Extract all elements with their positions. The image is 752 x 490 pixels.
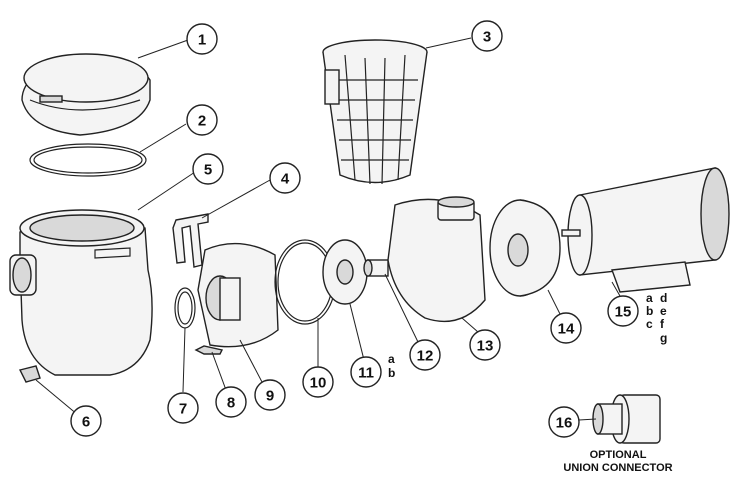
callout-14: 14 [550,312,582,344]
leader-lines [35,37,621,416]
callout-number: 4 [281,171,290,188]
callout-sublabel: b [388,366,395,380]
lid-o-ring-part [29,143,147,177]
caption-line-1: OPTIONAL [590,449,647,461]
callout-2: 2 [186,104,218,136]
callout-number: 8 [227,395,235,412]
callout-13: 13 [469,329,501,361]
callout-1: 1 [186,23,218,55]
callout-number: 14 [558,321,575,338]
callout-6: 6 [70,405,102,437]
caption-line-2: UNION CONNECTOR [563,462,672,474]
callout-sublabel: e [660,304,667,318]
callout-sublabel: g [660,331,667,345]
pump-housing-part [9,209,153,376]
drain-plug-part [18,365,41,383]
callout-sublabel: c [646,317,653,331]
callout-number: 3 [483,29,491,46]
shaft-seal-part [363,259,389,277]
callout-sublabel: b [646,304,653,318]
callout-number: 2 [198,113,206,130]
callout-sublabel: d [660,291,667,305]
callout-sublabel: f [660,317,665,331]
union-connector-part [592,394,661,444]
callout-number: 1 [198,32,206,49]
callout-5: 5 [192,153,224,185]
callout-number: 5 [204,162,212,179]
callout-16: 16 [548,406,580,438]
callout-9: 9 [254,379,286,411]
motor-part [561,167,730,293]
callout-number: 11 [358,365,374,382]
diffuser-part [197,242,279,348]
callout-8: 8 [215,386,247,418]
seal-plate-part [387,196,486,323]
callout-11: 11 a b [350,352,395,388]
callout-number: 16 [556,415,573,432]
motor-adapter-part [489,199,561,297]
callout-sublabel: a [646,291,653,305]
callout-12: 12 [409,339,441,371]
callout-number: 10 [310,375,327,392]
callout-7: 7 [167,392,199,424]
strainer-basket-part [322,39,428,185]
callout-4: 4 [269,162,301,194]
callout-3: 3 [471,20,503,52]
diffuser-clip-part [172,213,209,268]
callout-15: 15 a b c d e f g [607,291,667,345]
callout-number: 7 [179,401,187,418]
callout-number: 12 [417,348,434,365]
callout-number: 9 [266,388,274,405]
callout-sublabel: a [388,352,395,366]
callout-number: 13 [477,338,494,355]
diffuser-screw-part [194,345,224,355]
lid-part [21,53,151,136]
callout-number: 6 [82,414,90,431]
impeller-part [322,239,368,305]
callout-number: 15 [615,304,632,321]
callout-10: 10 [302,366,334,398]
